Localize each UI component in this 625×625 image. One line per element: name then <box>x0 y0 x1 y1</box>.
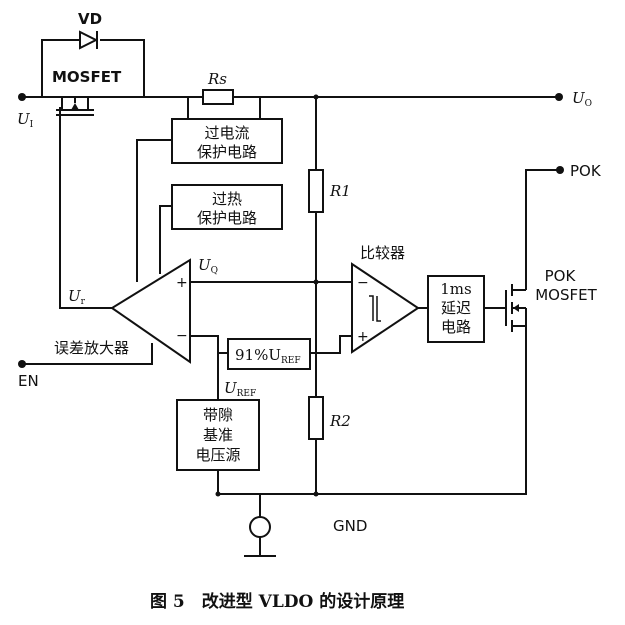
ur-sub: r <box>81 297 86 307</box>
ea-minus: − <box>176 328 188 344</box>
ui-sub: I <box>30 120 34 130</box>
ur-label: U <box>68 287 82 305</box>
overcurrent-line2: 保护电路 <box>197 143 257 161</box>
uref-sub: REF <box>237 389 257 399</box>
ground-symbol: GND <box>244 516 367 557</box>
wires <box>24 39 557 556</box>
overtemp-box: 过热 保护电路 <box>171 184 283 230</box>
cmp-minus: − <box>357 275 369 291</box>
resistor-rs: Rs <box>202 70 234 105</box>
mosfet-label: MOSFET <box>52 68 122 86</box>
delay-line2: 延迟 <box>441 299 471 317</box>
r1-label: R1 <box>329 182 351 200</box>
delay-line3: 电路 <box>441 318 471 336</box>
ui-label: U <box>17 110 31 128</box>
hysteresis-icon <box>369 295 374 321</box>
uq-label: U <box>198 256 212 274</box>
pok-terminal <box>556 166 564 174</box>
uo-label: U <box>572 89 586 107</box>
cmp-plus: + <box>357 329 369 345</box>
figure-caption: 图 5 改进型 VLDO 的设计原理 <box>150 591 404 612</box>
comparator-label: 比较器 <box>360 244 405 262</box>
pok-mosfet: POK MOSFET <box>505 267 598 332</box>
overcurrent-line1: 过电流 <box>204 124 249 142</box>
svg-text:UREF: UREF <box>224 379 256 399</box>
uo-sub: O <box>585 99 592 109</box>
svg-text:UQ: UQ <box>198 256 218 276</box>
node-labels: UI UO UQ Ur UREF EN POK <box>17 89 602 399</box>
bandgap-line2: 基准 <box>203 426 233 444</box>
uo-terminal <box>555 93 563 101</box>
uref-label: U <box>224 379 238 397</box>
ui-terminal <box>18 93 26 101</box>
terminals <box>18 93 564 497</box>
svg-text:91%UREF: 91%UREF <box>235 346 301 366</box>
svg-text:UO: UO <box>572 89 592 109</box>
bandgap-line1: 带隙 <box>203 406 233 424</box>
bandgap-line3: 电压源 <box>195 446 240 464</box>
ref-91-label: 91%U <box>235 346 281 364</box>
bandgap-box: 带隙 基准 电压源 <box>176 399 260 471</box>
delay-line1: 1ms <box>440 280 471 298</box>
svg-text:UI: UI <box>17 110 34 130</box>
resistor-r2: R2 <box>308 396 351 440</box>
diode-vd: VD <box>78 10 102 50</box>
resistor-r1: R1 <box>308 169 351 213</box>
pok-label: POK <box>570 162 602 180</box>
error-amp-label: 误差放大器 <box>54 339 129 357</box>
overtemp-line2: 保护电路 <box>197 209 257 227</box>
svg-text:Ur: Ur <box>68 287 86 307</box>
comparator: − + 比较器 <box>351 244 420 354</box>
diode-label: VD <box>78 10 102 28</box>
r2-label: R2 <box>329 412 351 430</box>
error-amplifier: + − 误差放大器 <box>54 258 191 364</box>
ref-91-sub: REF <box>281 356 301 366</box>
en-terminal <box>18 360 26 368</box>
rs-label: Rs <box>207 70 227 88</box>
en-label: EN <box>18 372 39 390</box>
overcurrent-box: 过电流 保护电路 <box>171 118 283 164</box>
ea-plus: + <box>176 275 188 291</box>
pass-mosfet: MOSFET <box>52 68 122 116</box>
uq-sub: Q <box>211 266 218 276</box>
ref-91-box: 91%UREF <box>227 338 311 370</box>
pok-mosfet-line2: MOSFET <box>535 286 597 304</box>
overtemp-line1: 过热 <box>212 190 242 208</box>
pok-mosfet-line1: POK <box>545 267 577 285</box>
delay-box: 1ms 延迟 电路 <box>427 275 485 343</box>
gnd-label: GND <box>333 517 367 535</box>
